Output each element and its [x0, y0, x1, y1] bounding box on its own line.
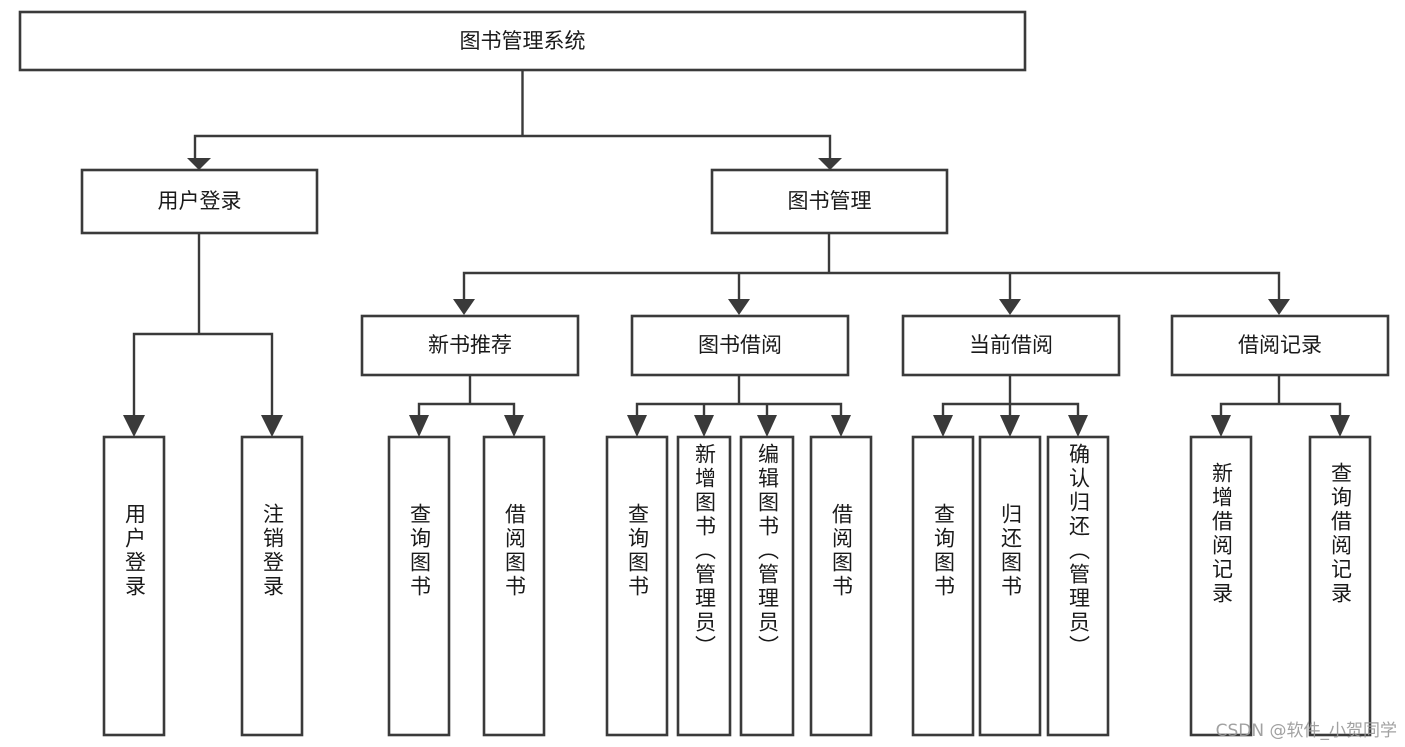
arrowhead-icon	[694, 415, 714, 437]
node-root[interactable]: 图书管理系统	[18, 10, 1027, 72]
arrowhead-icon	[261, 415, 283, 437]
node-current-borrow-label: 当前借阅	[969, 333, 1053, 357]
node-new-book-rec-label: 新书推荐	[428, 333, 512, 357]
arrowhead-icon	[1068, 415, 1088, 437]
arrowhead-icon	[831, 415, 851, 437]
leaf-box-borrow-book-2[interactable]	[809, 435, 873, 737]
leaf-box-query-book-1[interactable]	[387, 435, 451, 737]
watermark-text: CSDN @软件_小贺同学	[1215, 721, 1397, 741]
arrowhead-icon	[1268, 299, 1290, 315]
node-book-manage[interactable]: 图书管理	[710, 168, 949, 235]
leaf-box-return-book[interactable]	[978, 435, 1042, 737]
connector-bookmanage-to-bus	[462, 231, 1281, 301]
node-borrow-record[interactable]: 借阅记录	[1170, 314, 1390, 377]
leaf-box-query-book-2[interactable]	[605, 435, 669, 737]
leaf-box-group	[102, 435, 1372, 737]
node-root-label: 图书管理系统	[460, 29, 586, 53]
arrowhead-group	[123, 158, 1350, 437]
leaf-box-edit-book[interactable]	[739, 435, 795, 737]
connector-newbookrec-to-leaves	[417, 373, 516, 417]
leaf-box-logout[interactable]	[240, 435, 304, 737]
leaf-box-borrow-book-1[interactable]	[482, 435, 546, 737]
arrowhead-icon	[818, 158, 842, 170]
node-book-borrow-label: 图书借阅	[698, 333, 782, 357]
leaf-box-add-record[interactable]	[1189, 435, 1253, 737]
arrowhead-icon	[504, 415, 524, 437]
leaf-box-user-login[interactable]	[102, 435, 166, 737]
node-borrow-record-box[interactable]	[1170, 314, 1390, 377]
arrowhead-icon	[728, 299, 750, 315]
arrowhead-icon	[999, 299, 1021, 315]
node-user-login-label: 用户登录	[158, 189, 242, 213]
node-book-manage-label: 图书管理	[788, 189, 872, 213]
node-root-box[interactable]	[18, 10, 1027, 72]
node-book-borrow-box[interactable]	[630, 314, 850, 377]
node-current-borrow[interactable]: 当前借阅	[901, 314, 1121, 377]
arrowhead-icon	[933, 415, 953, 437]
connector-borrowrecord-to-leaves	[1219, 373, 1342, 417]
arrowhead-icon	[1330, 415, 1350, 437]
node-new-book-rec[interactable]: 新书推荐	[360, 314, 580, 377]
arrowhead-icon	[757, 415, 777, 437]
node-new-book-rec-box[interactable]	[360, 314, 580, 377]
connector-root-to-bus	[193, 68, 832, 160]
leaf-box-add-book[interactable]	[676, 435, 732, 737]
node-borrow-record-label: 借阅记录	[1238, 333, 1322, 357]
connector-userlogin-to-bus	[132, 231, 274, 417]
node-user-login[interactable]: 用户登录	[80, 168, 319, 235]
node-user-login-box[interactable]	[80, 168, 319, 235]
node-book-manage-box[interactable]	[710, 168, 949, 235]
arrowhead-icon	[1000, 415, 1020, 437]
arrowhead-icon	[123, 415, 145, 437]
connector-currentborrow-to-leaves	[941, 373, 1080, 417]
arrowhead-icon	[187, 158, 211, 170]
arrowhead-icon	[1211, 415, 1231, 437]
connector-bookborrow-to-leaves	[635, 373, 843, 417]
leaf-box-query-record[interactable]	[1308, 435, 1372, 737]
arrowhead-icon	[409, 415, 429, 437]
arrowhead-icon	[627, 415, 647, 437]
leaf-box-confirm-return[interactable]	[1046, 435, 1110, 737]
leaf-box-query-book-3[interactable]	[911, 435, 975, 737]
node-book-borrow[interactable]: 图书借阅	[630, 314, 850, 377]
arrowhead-icon	[453, 299, 475, 315]
node-current-borrow-box[interactable]	[901, 314, 1121, 377]
connector-group	[132, 68, 1342, 417]
